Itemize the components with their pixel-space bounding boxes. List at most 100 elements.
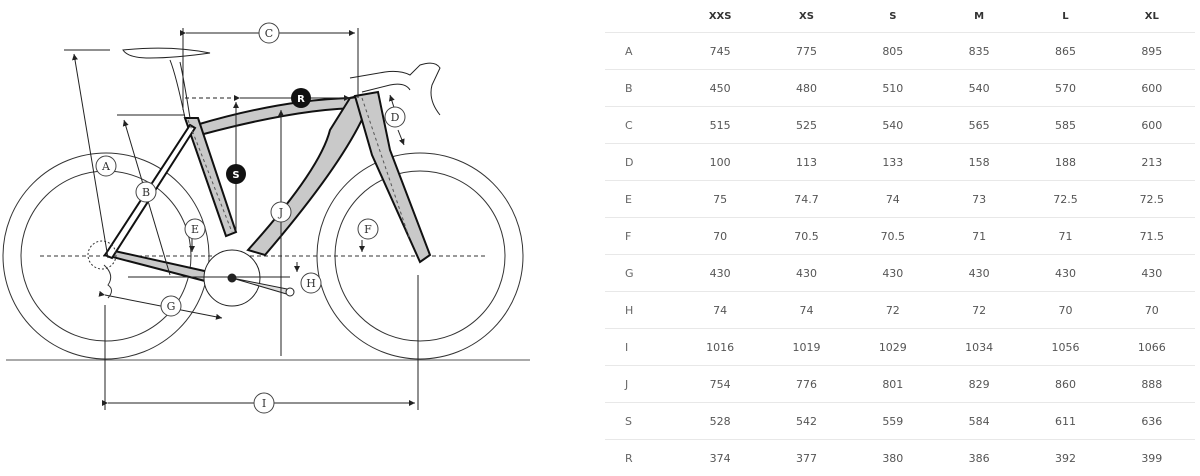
cell: 510 xyxy=(850,70,936,107)
row-label: G xyxy=(605,255,677,292)
cell: 775 xyxy=(763,33,849,70)
label-i: I xyxy=(254,393,274,413)
cell: 74.7 xyxy=(763,181,849,218)
svg-text:F: F xyxy=(364,223,372,236)
cell: 636 xyxy=(1109,403,1195,440)
svg-text:I: I xyxy=(262,397,266,410)
cell: 888 xyxy=(1109,366,1195,403)
cell: 74 xyxy=(677,292,763,329)
row-label: E xyxy=(605,181,677,218)
cell: 72.5 xyxy=(1109,181,1195,218)
cell: 570 xyxy=(1022,70,1108,107)
label-h: H xyxy=(301,273,321,293)
label-e: E xyxy=(185,219,205,239)
cell: 754 xyxy=(677,366,763,403)
cell: 133 xyxy=(850,144,936,181)
cell: 70 xyxy=(1022,292,1108,329)
corner-header xyxy=(605,0,677,33)
cell: 188 xyxy=(1022,144,1108,181)
svg-text:A: A xyxy=(101,160,111,173)
cell: 542 xyxy=(763,403,849,440)
row-label: F xyxy=(605,218,677,255)
label-d: D xyxy=(385,107,405,127)
cell: 71.5 xyxy=(1109,218,1195,255)
cell: 430 xyxy=(850,255,936,292)
cell: 70 xyxy=(1109,292,1195,329)
cell: 74 xyxy=(850,181,936,218)
svg-text:C: C xyxy=(265,27,273,40)
cell: 600 xyxy=(1109,107,1195,144)
cell: 392 xyxy=(1022,440,1108,476)
cell: 113 xyxy=(763,144,849,181)
cell: 1019 xyxy=(763,329,849,366)
cell: 399 xyxy=(1109,440,1195,476)
cell: 70.5 xyxy=(763,218,849,255)
cell: 895 xyxy=(1109,33,1195,70)
label-c: C xyxy=(259,23,279,43)
table-header-row: XXS XS S M L XL xyxy=(605,0,1195,33)
size-header-m: M xyxy=(936,0,1022,33)
svg-text:S: S xyxy=(232,170,239,181)
cell: 776 xyxy=(763,366,849,403)
cell: 430 xyxy=(936,255,1022,292)
svg-text:H: H xyxy=(306,277,316,290)
size-header-xs: XS xyxy=(763,0,849,33)
cell: 1029 xyxy=(850,329,936,366)
cell: 380 xyxy=(850,440,936,476)
cell: 829 xyxy=(936,366,1022,403)
row-label: H xyxy=(605,292,677,329)
cell: 377 xyxy=(763,440,849,476)
cell: 745 xyxy=(677,33,763,70)
size-header-l: L xyxy=(1022,0,1108,33)
cell: 430 xyxy=(1109,255,1195,292)
row-label: S xyxy=(605,403,677,440)
label-a: A xyxy=(96,156,116,176)
cell: 430 xyxy=(677,255,763,292)
label-r: R xyxy=(291,88,311,108)
row-label: C xyxy=(605,107,677,144)
cell: 805 xyxy=(850,33,936,70)
cell: 860 xyxy=(1022,366,1108,403)
cell: 585 xyxy=(1022,107,1108,144)
bike-geometry-diagram: C A B R S D E J F H G I xyxy=(0,0,560,473)
label-s: S xyxy=(226,164,246,184)
cell: 1034 xyxy=(936,329,1022,366)
cell: 430 xyxy=(763,255,849,292)
cell: 835 xyxy=(936,33,1022,70)
svg-text:G: G xyxy=(167,300,176,313)
cell: 528 xyxy=(677,403,763,440)
cell: 600 xyxy=(1109,70,1195,107)
label-f: F xyxy=(358,219,378,239)
cell: 72 xyxy=(850,292,936,329)
cell: 72.5 xyxy=(1022,181,1108,218)
row-label: J xyxy=(605,366,677,403)
size-header-s: S xyxy=(850,0,936,33)
cell: 213 xyxy=(1109,144,1195,181)
cell: 386 xyxy=(936,440,1022,476)
cell: 430 xyxy=(1022,255,1108,292)
cell: 540 xyxy=(936,70,1022,107)
cell: 565 xyxy=(936,107,1022,144)
svg-text:B: B xyxy=(142,186,150,199)
cell: 71 xyxy=(1022,218,1108,255)
cell: 73 xyxy=(936,181,1022,218)
cell: 70.5 xyxy=(850,218,936,255)
svg-text:E: E xyxy=(191,223,199,236)
cell: 540 xyxy=(850,107,936,144)
cell: 72 xyxy=(936,292,1022,329)
cell: 71 xyxy=(936,218,1022,255)
cell: 158 xyxy=(936,144,1022,181)
cell: 75 xyxy=(677,181,763,218)
